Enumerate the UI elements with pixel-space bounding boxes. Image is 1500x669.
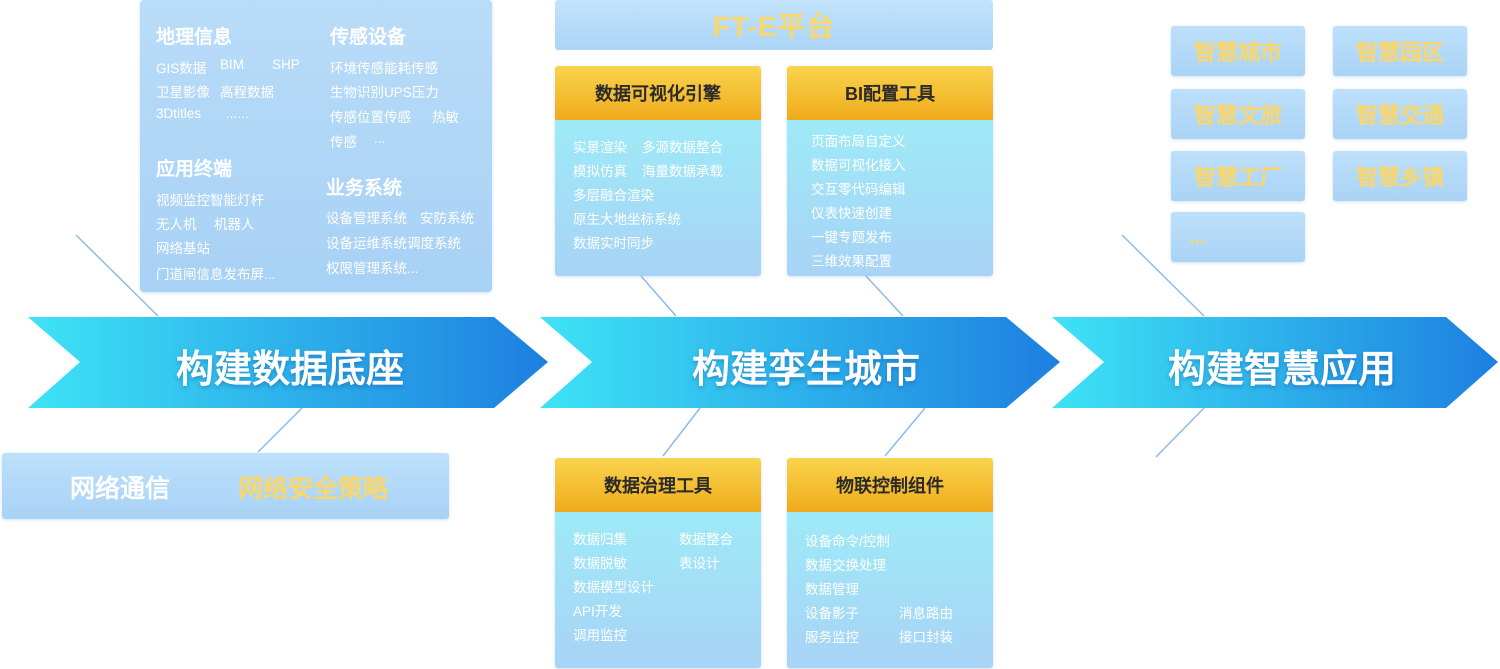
app-tile-more: ... <box>1171 212 1305 262</box>
viz-item: 多层融合渲染 <box>573 188 654 203</box>
geo-item: ...... <box>226 106 249 121</box>
geo-item: GIS数据 <box>156 61 207 76</box>
business-item: 设备管理系统 <box>326 211 407 226</box>
network-security-label: 网络安全策略 <box>238 475 389 503</box>
gov-item: 数据模型设计 <box>573 580 654 595</box>
iot-item: 数据管理 <box>805 582 859 597</box>
gov-item: 表设计 <box>679 556 720 571</box>
data-base-panel: 地理信息 GIS数据 BIM SHP 卫星影像 高程数据 3Dtitles ..… <box>140 0 492 292</box>
sensor-title: 传感设备 <box>330 27 407 48</box>
sensor-item: 生物识别UPS压力 <box>330 85 439 100</box>
geo-item: 高程数据 <box>220 85 274 100</box>
chevron-stage-2 <box>540 317 1060 408</box>
connector-line <box>1155 407 1205 458</box>
network-comm-label: 网络通信 <box>70 475 171 503</box>
viz-item: 数据实时同步 <box>573 236 654 251</box>
gov-item: API开发 <box>573 604 622 619</box>
sensor-item: 热敏 <box>432 110 459 125</box>
bi-item: 三维效果配置 <box>811 254 892 269</box>
sensor-item: 传感位置传感 <box>330 110 411 125</box>
app-tile-smart-traffic: 智慧交通 <box>1333 89 1467 139</box>
connector-line <box>662 407 701 457</box>
bi-tool-card: BI配置工具 页面布局自定义 数据可视化接入 交互零代码编辑 仪表快速创建 一键… <box>787 66 993 276</box>
stage-1-label: 构建数据底座 <box>175 349 404 391</box>
connector-line <box>865 275 904 317</box>
platform-title: FT-E平台 <box>555 0 993 50</box>
geo-title: 地理信息 <box>156 27 233 48</box>
iot-title: 物联控制组件 <box>787 458 993 512</box>
connector-line <box>640 275 677 317</box>
stage-3-label: 构建智慧应用 <box>1167 349 1396 391</box>
business-title: 业务系统 <box>326 178 403 199</box>
viz-item: 模拟仿真 <box>573 164 627 179</box>
viz-engine-title: 数据可视化引擎 <box>555 66 761 120</box>
iot-item: 设备命令/控制 <box>805 534 890 549</box>
app-tile-smart-town: 智慧乡镇 <box>1333 151 1467 201</box>
business-item: 权限管理系统... <box>326 261 419 276</box>
sensor-item: ... <box>374 131 386 146</box>
viz-item: 原生大地坐标系统 <box>573 212 681 227</box>
iot-card: 物联控制组件 设备命令/控制 数据交换处理 数据管理 设备影子 消息路由 服务监… <box>787 458 993 668</box>
viz-engine-card: 数据可视化引擎 实景渲染 多源数据整合 模拟仿真 海量数据承载 多层融合渲染 原… <box>555 66 761 276</box>
geo-item: 卫星影像 <box>156 85 210 100</box>
bi-item: 页面布局自定义 <box>811 134 906 149</box>
business-item: 安防系统 <box>420 211 474 226</box>
app-tile-smart-tourism: 智慧文旅 <box>1171 89 1305 139</box>
app-tile-smart-city: 智慧城市 <box>1171 26 1305 76</box>
iot-item: 消息路由 <box>899 606 953 621</box>
viz-item: 海量数据承载 <box>642 164 723 179</box>
terminal-item: 门道闸信息发布屏... <box>156 267 276 282</box>
geo-item: 3Dtitles <box>156 106 202 121</box>
gov-item: 数据脱敏 <box>573 556 627 571</box>
sensor-item: 传感 <box>330 135 357 150</box>
app-tile-smart-factory: 智慧工厂 <box>1171 151 1305 201</box>
gov-item: 调用监控 <box>573 628 627 643</box>
connector-line <box>257 407 303 453</box>
bi-item: 数据可视化接入 <box>811 158 906 173</box>
bi-item: 交互零代码编辑 <box>811 182 906 197</box>
stage-2-label: 构建孪生城市 <box>691 349 920 391</box>
gov-item: 数据整合 <box>679 532 733 547</box>
bi-item: 一键专题发布 <box>811 230 892 245</box>
terminal-item: 机器人 <box>214 217 255 232</box>
bi-item: 仪表快速创建 <box>811 206 892 221</box>
business-item: 设备运维系统调度系统 <box>326 236 461 251</box>
geo-item: BIM <box>220 57 245 72</box>
viz-item: 多源数据整合 <box>642 140 723 155</box>
chevron-stage-1 <box>28 317 548 408</box>
terminal-item: 网络基站 <box>156 241 210 256</box>
iot-item: 设备影子 <box>805 606 859 621</box>
terminal-item: 无人机 <box>156 217 197 232</box>
governance-card: 数据治理工具 数据归集 数据整合 数据脱敏 表设计 数据模型设计 API开发 调… <box>555 458 761 668</box>
governance-title: 数据治理工具 <box>555 458 761 512</box>
connector-line <box>75 234 159 317</box>
terminal-item: 视频监控智能灯杆 <box>156 193 264 208</box>
geo-item: SHP <box>272 57 300 72</box>
iot-item: 服务监控 <box>805 630 859 645</box>
connector-line <box>1121 234 1205 317</box>
app-tile-smart-park: 智慧园区 <box>1333 26 1467 76</box>
viz-item: 实景渲染 <box>573 140 627 155</box>
bi-tool-title: BI配置工具 <box>787 66 993 120</box>
sensor-item: 环境传感能耗传感 <box>330 61 438 76</box>
iot-item: 接口封装 <box>899 630 953 645</box>
terminal-title: 应用终端 <box>156 159 233 180</box>
connector-line <box>884 407 926 457</box>
chevron-stage-3 <box>1052 317 1498 408</box>
gov-item: 数据归集 <box>573 532 627 547</box>
iot-item: 数据交换处理 <box>805 558 886 573</box>
network-bar: 网络通信 网络安全策略 <box>2 453 449 519</box>
